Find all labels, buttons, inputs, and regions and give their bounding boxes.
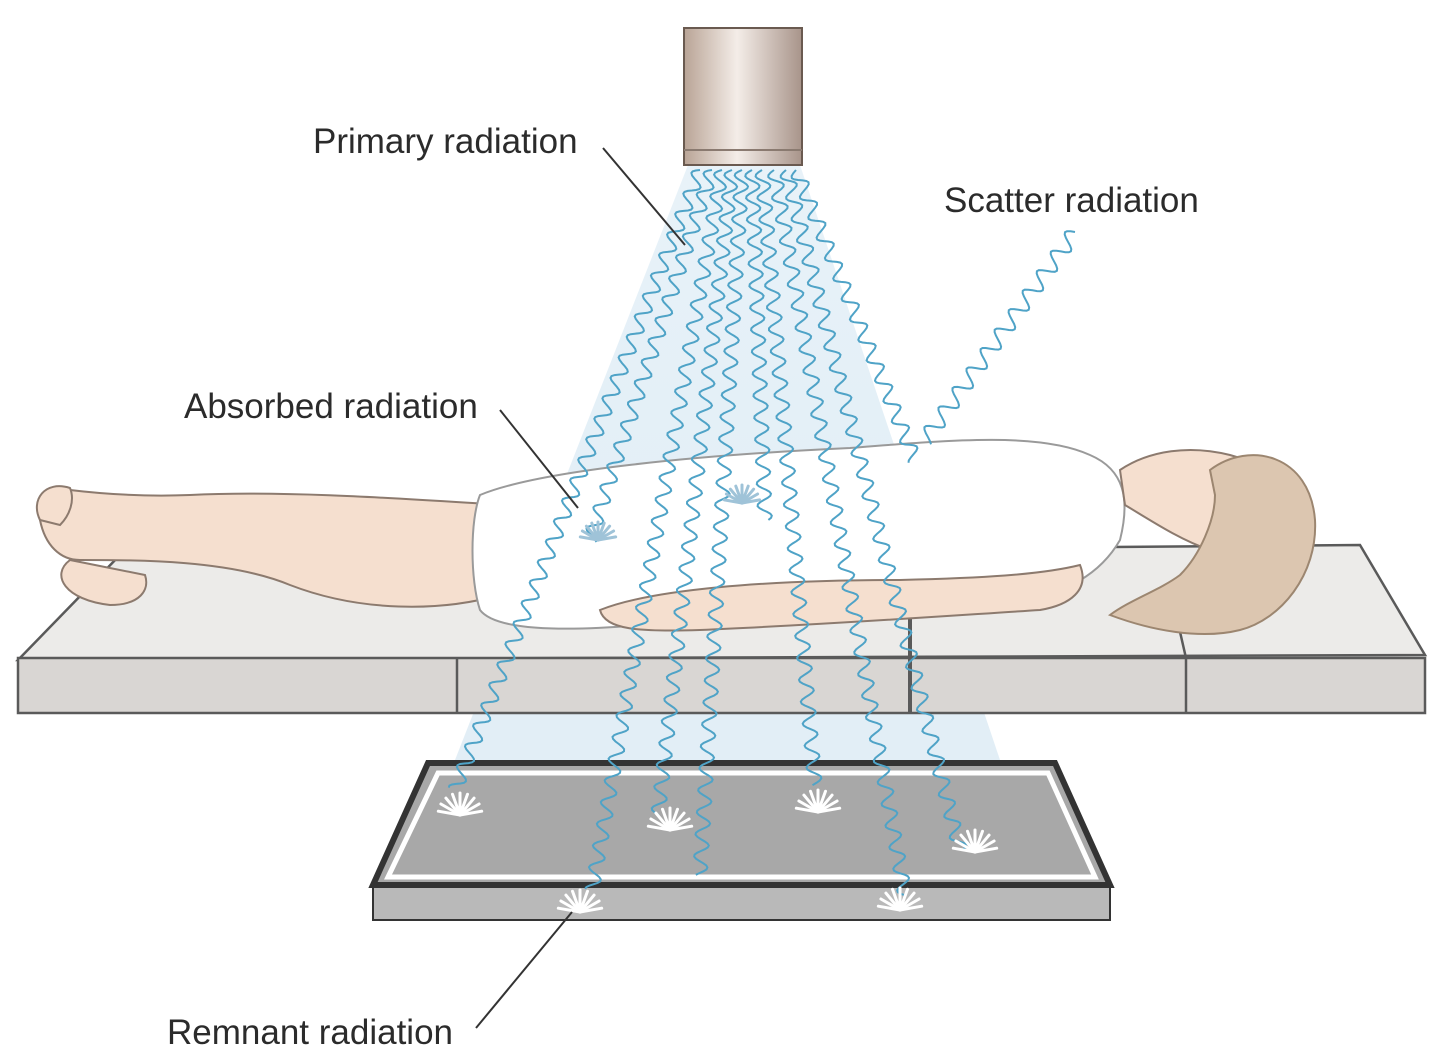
radiation-wave-icon xyxy=(693,169,750,876)
absorbed-radiation-label: Absorbed radiation xyxy=(184,387,478,426)
receptor-top xyxy=(368,760,1115,888)
radiation-wave-icon xyxy=(585,169,715,543)
radiation-wave-icon xyxy=(790,169,919,463)
radiation-wave-icon xyxy=(744,169,773,521)
absorption-burst-icon xyxy=(578,520,618,542)
remnant-radiation-label: Remnant radiation xyxy=(167,1013,453,1052)
patient-hair xyxy=(1107,454,1317,635)
patient-arm xyxy=(598,563,1084,632)
absorption-burst-icon xyxy=(722,483,762,505)
leader-primary xyxy=(602,147,686,246)
radiation-wave-icon xyxy=(584,169,728,890)
leader-absorbed xyxy=(499,409,579,509)
radiation-wave-icon xyxy=(447,169,702,788)
radiation-wave-icon xyxy=(650,169,739,816)
receptor-side xyxy=(372,884,1111,921)
radiation-bursts xyxy=(436,483,999,914)
radiation-wave-icon xyxy=(923,230,1076,445)
radiation-wave-icon xyxy=(767,169,911,897)
table-front xyxy=(16,656,1427,715)
leader-lines xyxy=(475,147,686,1029)
receptor-inner-border xyxy=(384,770,1099,880)
exposure-burst-icon xyxy=(794,788,842,814)
radiation-waves xyxy=(447,169,1076,897)
radiation-wave-icon xyxy=(754,169,823,787)
exposure-burst-icon xyxy=(646,806,694,832)
primary-radiation-label: Primary radiation xyxy=(313,122,578,161)
radiation-wave-icon xyxy=(779,169,967,850)
exposure-burst-icon xyxy=(876,886,924,912)
x-ray-tube-icon xyxy=(683,27,803,166)
exposure-burst-icon xyxy=(436,791,484,817)
exposure-burst-icon xyxy=(951,828,999,854)
image-receptor xyxy=(368,760,1115,921)
patient-feet xyxy=(35,485,148,607)
leader-remnant xyxy=(475,911,573,1029)
exposure-burst-icon xyxy=(556,888,604,914)
patient-legs xyxy=(37,488,507,608)
scatter-radiation-label: Scatter radiation xyxy=(944,181,1199,220)
